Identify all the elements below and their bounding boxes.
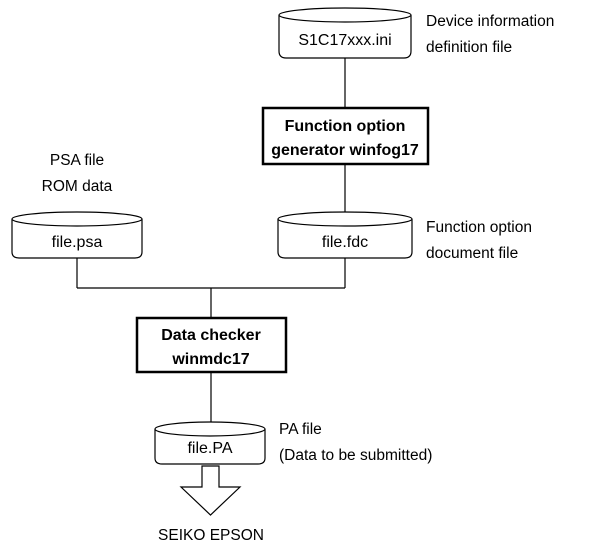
- device-info-file-cylinder: [278, 7, 412, 59]
- submit-arrow-icon: [179, 465, 242, 516]
- fdc-label: file.fdc: [322, 234, 368, 251]
- pa-caption-line1: PA file: [279, 421, 322, 438]
- device-ini-caption-line2: definition file: [426, 39, 512, 56]
- winfog17-box: [261, 106, 430, 166]
- winmdc17-line1: Data checker: [161, 327, 261, 344]
- winmdc17-line2: winmdc17: [171, 351, 249, 368]
- psa-file-cylinder: [11, 211, 143, 259]
- psa-caption-line1: PSA file: [50, 152, 104, 169]
- winfog17-line2: generator winfog17: [271, 142, 419, 159]
- pa-caption-line2: (Data to be submitted): [279, 447, 432, 464]
- device-ini-label: S1C17xxx.ini: [298, 32, 391, 49]
- fdc-file-cylinder: [277, 211, 413, 259]
- psa-caption-line2: ROM data: [42, 178, 113, 195]
- pa-file-cylinder: [154, 421, 266, 465]
- pa-label: file.PA: [187, 440, 232, 457]
- winmdc17-box: [135, 316, 288, 374]
- device-ini-caption-line1: Device information: [426, 13, 554, 30]
- fdc-caption-line2: document file: [426, 245, 518, 262]
- fdc-caption-line1: Function option: [426, 219, 532, 236]
- psa-label: file.psa: [52, 234, 103, 251]
- winfog17-line1: Function option: [285, 118, 406, 135]
- destination-label: SEIKO EPSON: [158, 527, 264, 544]
